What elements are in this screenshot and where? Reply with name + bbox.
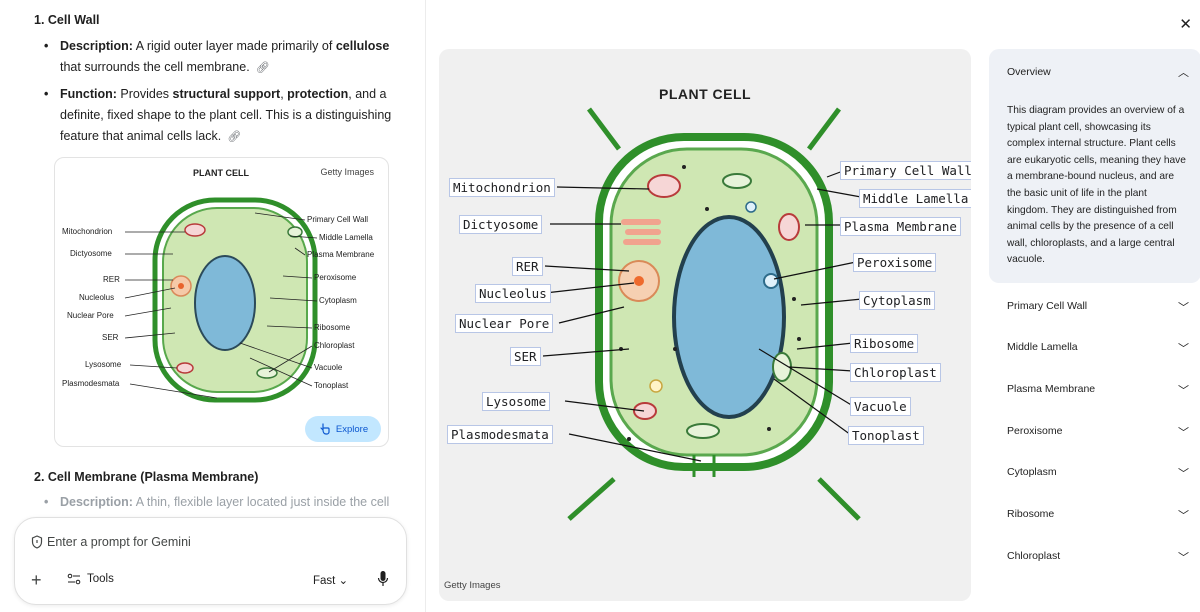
label-peroxisome: Peroxisome xyxy=(853,253,937,272)
label-ribosome: Ribosome xyxy=(850,334,919,353)
thumb-label-chloroplast: Chloroplast xyxy=(314,341,355,350)
label-tonoplast: Tonoplast xyxy=(848,426,924,445)
thumb-label-peroxisome: Peroxisome xyxy=(314,273,357,282)
section-heading-cell-wall: 1. Cell Wall xyxy=(34,13,100,27)
accordion-item-plasma-membrane[interactable]: Plasma Membrane ﹀ xyxy=(989,371,1200,411)
chevron-down-icon: ﹀ xyxy=(1178,385,1189,397)
accordion-item-chloroplast[interactable]: Chloroplast ﹀ xyxy=(989,538,1200,578)
diagram-panel: PLANT CELL Mitochondrion Dictyosome RER … xyxy=(439,49,971,601)
label-vacuole: Vacuole xyxy=(850,397,911,416)
accordion-item-middle-lamella[interactable]: Middle Lamella ﹀ xyxy=(989,329,1200,369)
accordion-item-cytoplasm[interactable]: Cytoplasm ﹀ xyxy=(989,454,1200,494)
accordion-label: Cytoplasm xyxy=(1007,466,1057,478)
thumbnail-credit: Getty Images xyxy=(320,167,374,177)
link-icon[interactable]: 🔗︎ xyxy=(255,62,270,74)
shield-icon xyxy=(31,535,43,549)
thumb-label-primary-cell-wall: Primary Cell Wall xyxy=(307,215,369,224)
image-viewer: ✕ xyxy=(425,0,1200,612)
label-cytoplasm: Cytoplasm xyxy=(859,291,935,310)
tools-button[interactable]: Tools xyxy=(67,573,114,585)
thumb-label-plasmodesmata: Plasmodesmata xyxy=(62,379,120,388)
thumb-label-nucleolus: Nucleolus xyxy=(79,293,115,302)
thumb-label-vacuole: Vacuole xyxy=(314,363,343,372)
accordion-item-peroxisome[interactable]: Peroxisome ﹀ xyxy=(989,413,1200,453)
label-middle-lamella: Middle Lamella xyxy=(859,189,971,208)
bullet-label: Description: xyxy=(60,39,133,53)
diagram-title: PLANT CELL xyxy=(659,86,752,102)
label-rer: RER xyxy=(512,257,543,276)
chevron-down-icon: ﹀ xyxy=(1178,510,1189,522)
thumb-label-mitochondrion: Mitochondrion xyxy=(62,227,113,236)
accordion-label: Plasma Membrane xyxy=(1007,383,1096,395)
chevron-down-icon: ﹀ xyxy=(1178,343,1189,355)
chevron-down-icon: ﹀ xyxy=(1178,302,1189,314)
bullet-description-2: • Description: A thin, flexible layer lo… xyxy=(44,495,390,509)
accordion-item-primary-cell-wall[interactable]: Primary Cell Wall ﹀ xyxy=(989,288,1200,328)
add-icon[interactable]: + xyxy=(31,570,42,590)
plant-cell-diagram xyxy=(542,107,863,521)
thumbnail-title: PLANT CELL xyxy=(193,168,249,178)
accordion-label: Primary Cell Wall xyxy=(1007,300,1088,312)
tools-icon xyxy=(67,573,81,585)
bullet-description: • Description: A rigid outer layer made … xyxy=(44,36,394,79)
close-icon[interactable]: ✕ xyxy=(1179,16,1192,33)
chat-pane: 1. Cell Wall • Description: A rigid oute… xyxy=(0,0,425,612)
prompt-input[interactable]: Enter a prompt for Gemini xyxy=(47,535,191,549)
touch-icon xyxy=(320,423,330,435)
label-lysosome: Lysosome xyxy=(482,392,551,411)
accordion-item-ribosome[interactable]: Ribosome ﹀ xyxy=(989,496,1200,536)
image-thumbnail-card[interactable]: PLANT CELL Getty Images Mitochondrion Di… xyxy=(54,157,389,447)
explore-label: Explore xyxy=(335,423,369,435)
overview-card[interactable]: Overview ︿ This diagram provides an over… xyxy=(989,49,1200,283)
image-credit: Getty Images xyxy=(444,580,501,591)
thumb-label-cytoplasm: Cytoplasm xyxy=(319,296,357,305)
mode-selector[interactable]: Fast ⌄ xyxy=(313,575,349,587)
chevron-up-icon[interactable]: ︿ xyxy=(1178,67,1189,79)
prompt-box[interactable]: Enter a prompt for Gemini + Tools Fast ⌄ xyxy=(14,517,407,605)
thumb-label-ser: SER xyxy=(102,333,119,342)
chevron-down-icon: ﹀ xyxy=(1178,552,1189,564)
accordion-label: Chloroplast xyxy=(1007,550,1061,562)
explore-button[interactable]: Explore xyxy=(305,416,381,442)
label-primary-cell-wall: Primary Cell Wall xyxy=(840,161,971,180)
label-plasma-membrane: Plasma Membrane xyxy=(840,217,961,236)
overview-title: Overview xyxy=(1007,66,1051,78)
thumb-label-lysosome: Lysosome xyxy=(85,360,122,369)
thumb-label-dictyosome: Dictyosome xyxy=(70,249,112,258)
thumb-label-ribosome: Ribosome xyxy=(314,323,351,332)
mic-icon[interactable] xyxy=(377,570,389,588)
bullet-function: • Function: Provides structural support,… xyxy=(44,84,394,148)
accordion-label: Ribosome xyxy=(1007,508,1055,520)
accordion-label: Middle Lamella xyxy=(1007,341,1078,353)
thumb-label-rer: RER xyxy=(103,275,120,284)
thumb-label-nuclear-pore: Nuclear Pore xyxy=(67,311,114,320)
accordion-label: Peroxisome xyxy=(1007,425,1063,437)
chevron-down-icon: ﹀ xyxy=(1178,468,1189,480)
tools-label: Tools xyxy=(87,573,114,585)
thumb-label-middle-lamella: Middle Lamella xyxy=(319,233,373,242)
label-plasmodesmata: Plasmodesmata xyxy=(447,425,553,444)
plant-cell-thumbnail xyxy=(124,197,318,403)
link-icon[interactable]: 🔗︎ xyxy=(227,131,242,143)
label-mitochondrion: Mitochondrion xyxy=(449,178,555,197)
section-heading-cell-membrane: 2. Cell Membrane (Plasma Membrane) xyxy=(34,470,259,484)
label-nucleolus: Nucleolus xyxy=(475,284,551,303)
thumb-label-plasma-membrane: Plasma Membrane xyxy=(307,250,375,259)
label-ser: SER xyxy=(510,347,541,366)
label-chloroplast: Chloroplast xyxy=(850,363,941,382)
info-side-panel: Overview ︿ This diagram provides an over… xyxy=(989,49,1200,609)
chevron-down-icon: ﹀ xyxy=(1178,427,1189,439)
overview-text: This diagram provides an overview of a t… xyxy=(1007,105,1186,266)
thumb-label-tonoplast: Tonoplast xyxy=(314,381,349,390)
label-dictyosome: Dictyosome xyxy=(459,215,543,234)
label-nuclear-pore: Nuclear Pore xyxy=(455,314,554,333)
